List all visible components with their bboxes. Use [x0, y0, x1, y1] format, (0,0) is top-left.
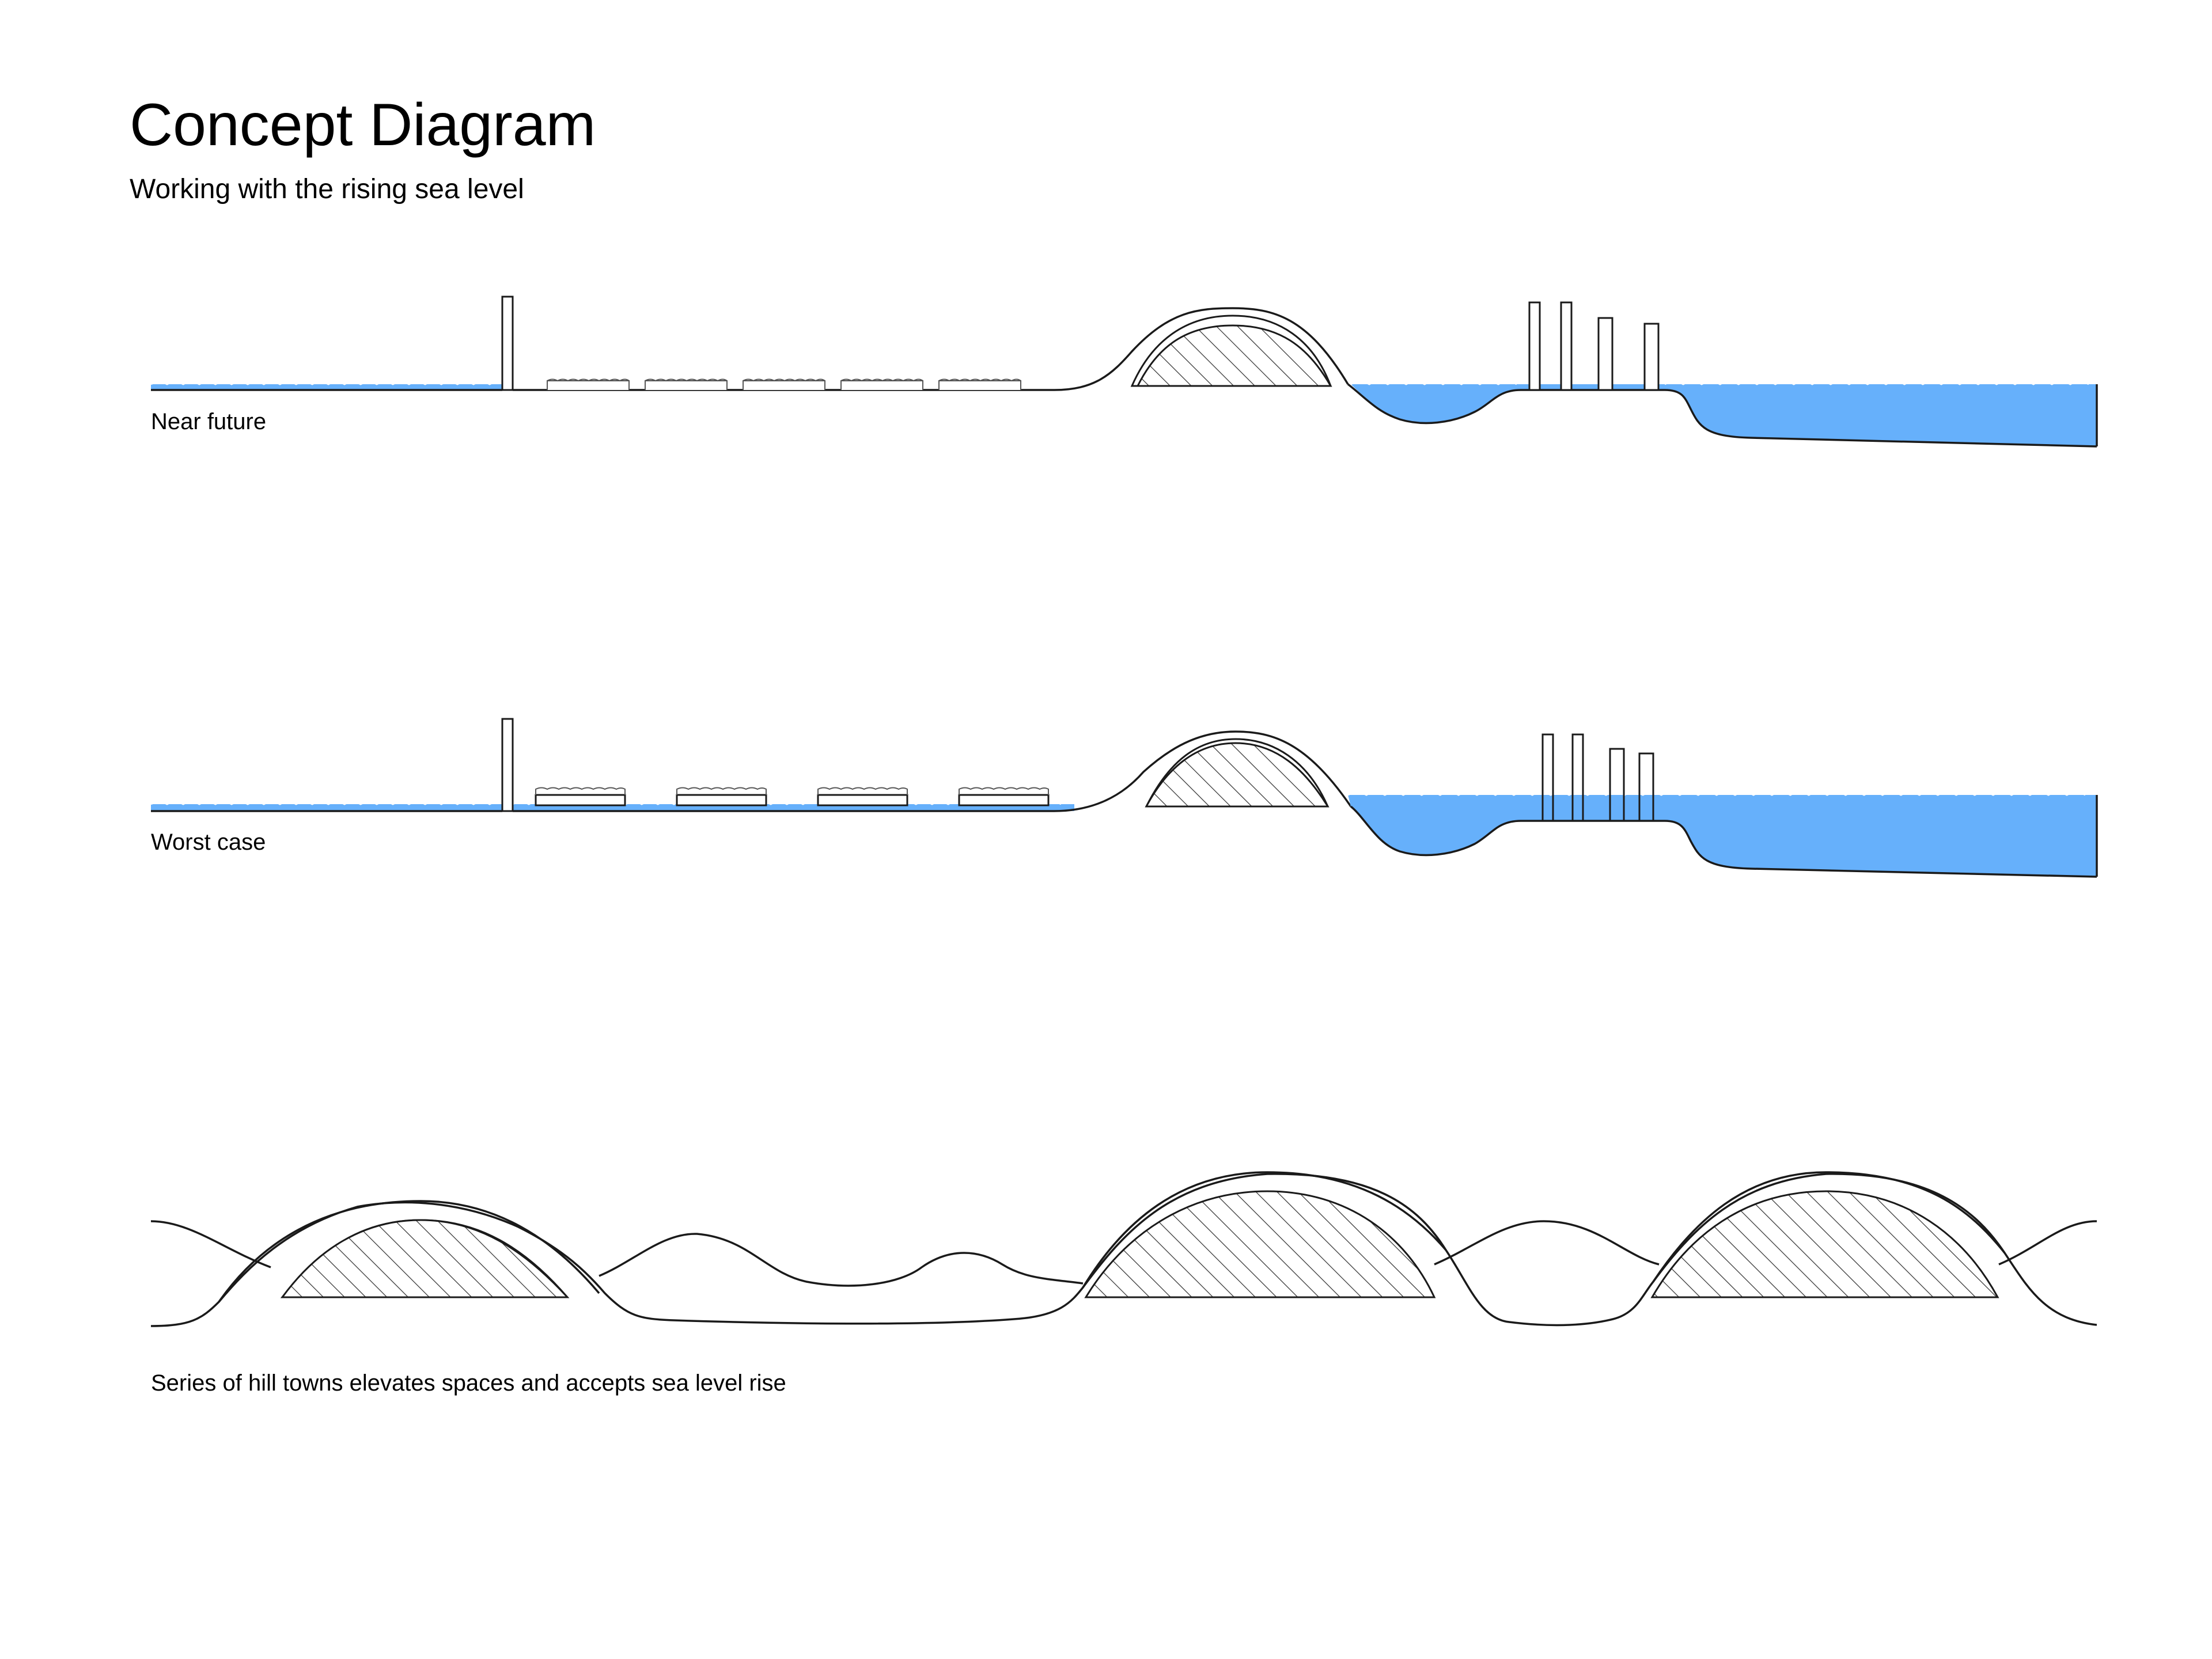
hill-towns-ground-upper: [150, 1220, 2097, 1287]
hill-town-core-3: [1650, 1190, 1999, 1298]
right-flood-bed: [1350, 805, 2097, 878]
near-future-section: [150, 296, 2098, 448]
right-sea-water: [1351, 384, 2097, 446]
hill-town-core-1: [281, 1219, 570, 1298]
worst-ground-line: [513, 730, 1352, 812]
flood-water-plain: [513, 804, 1074, 811]
right-sea-waves: [1350, 381, 2089, 385]
left-sea-waves: [150, 381, 506, 385]
sea-wall-worst: [501, 718, 514, 812]
hill-towns-section: [150, 1171, 2097, 1327]
hill-town-outer-shells: [218, 1171, 2006, 1303]
scenario-label-worst-case: Worst case: [151, 830, 266, 855]
flood-water-left: [151, 804, 502, 811]
near-ground-line: [513, 307, 1349, 391]
hill-core-worst: [1145, 742, 1330, 808]
left-sea-water: [151, 384, 502, 390]
right-flood-waves: [1347, 791, 2086, 796]
scenario-label-hill-towns: Series of hill towns elevates spaces and…: [151, 1370, 786, 1396]
sea-wall: [501, 296, 514, 391]
floating-buildings: [535, 787, 1050, 806]
hill-town-core-2: [1084, 1190, 1436, 1298]
right-flood-water: [1348, 795, 2097, 877]
worst-case-section: [150, 718, 2098, 878]
page-subtitle: Working with the rising sea level: [130, 174, 524, 204]
right-sea-bed: [1347, 383, 2097, 448]
hill-core: [1136, 324, 1332, 387]
low-buildings: [547, 378, 1021, 390]
hill-towns-ground-lower: [150, 1173, 2097, 1327]
page-title: Concept Diagram: [130, 92, 596, 158]
scenario-label-near-future: Near future: [151, 409, 267, 434]
towers: [1528, 301, 1660, 391]
towers-worst: [1541, 733, 1654, 822]
